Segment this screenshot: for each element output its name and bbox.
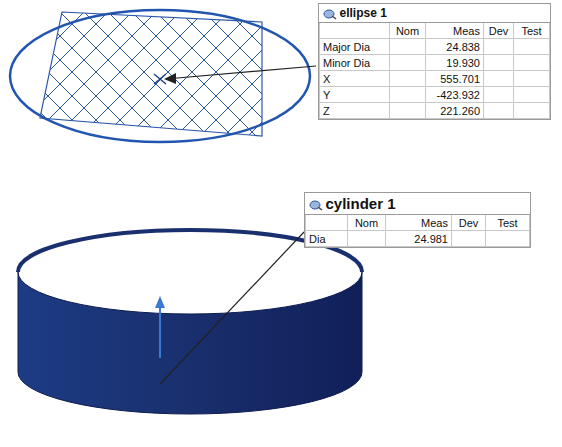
header-cell: Meas xyxy=(386,215,452,231)
title-cell: cylinder 1 xyxy=(306,193,530,215)
data-row: X 555.701 xyxy=(320,71,550,87)
column-header: Dev xyxy=(459,217,479,229)
measurement-table: ellipse 1 Nom Meas Dev TestMajor Dia 24.838Mi… xyxy=(318,3,551,120)
leader-arrowhead xyxy=(164,73,176,84)
blank-cell xyxy=(390,103,426,119)
blank-cell xyxy=(484,87,514,103)
header-row: Nom Meas Dev Test xyxy=(306,215,530,231)
table-grid: cylinder 1 Nom Meas Dev TestDia 24.981 xyxy=(305,193,530,247)
data-row: Z 221.260 xyxy=(320,103,550,119)
mesh-hatch xyxy=(30,5,270,145)
header-cell: Test xyxy=(514,23,550,39)
row-label: X xyxy=(323,73,330,85)
measured-value: 24.838 xyxy=(446,41,480,53)
value-cell: 24.838 xyxy=(426,39,484,55)
column-header: Test xyxy=(521,25,541,37)
row-label-cell: X xyxy=(320,71,390,87)
leader-line xyxy=(160,232,304,384)
measured-value: -423.932 xyxy=(437,89,480,101)
blank-cell xyxy=(320,23,390,39)
value-cell: 24.981 xyxy=(386,231,452,247)
axis-arrowhead xyxy=(155,296,165,308)
table-title: ellipse 1 xyxy=(340,6,387,20)
column-header: Test xyxy=(497,217,517,229)
leader-line xyxy=(166,66,316,79)
header-cell: Dev xyxy=(452,215,486,231)
blank-cell xyxy=(514,55,550,71)
header-row: Nom Meas Dev Test xyxy=(320,23,550,39)
blank-cell xyxy=(390,55,426,71)
column-header: Meas xyxy=(421,217,448,229)
measured-value: 221.260 xyxy=(440,105,480,117)
row-label: Major Dia xyxy=(323,41,370,53)
measured-value: 19.930 xyxy=(446,57,480,69)
data-row: Y -423.932 xyxy=(320,87,550,103)
header-cell: Dev xyxy=(484,23,514,39)
blank-cell xyxy=(390,71,426,87)
blank-cell xyxy=(484,71,514,87)
blank-cell xyxy=(390,39,426,55)
blank-cell xyxy=(452,231,486,247)
axis-arrow xyxy=(159,304,161,358)
row-label-cell: Major Dia xyxy=(320,39,390,55)
blank-cell xyxy=(514,87,550,103)
blank-cell xyxy=(484,39,514,55)
table-title: cylinder 1 xyxy=(326,195,396,212)
header-cell: Meas xyxy=(426,23,484,39)
column-header: Meas xyxy=(453,25,480,37)
value-cell: 221.260 xyxy=(426,103,484,119)
row-label: Z xyxy=(323,105,330,117)
row-label: Y xyxy=(323,89,330,101)
feature-icon xyxy=(309,199,323,211)
blank-cell xyxy=(348,231,386,247)
cylinder-band xyxy=(18,272,362,414)
measured-value: 24.981 xyxy=(414,233,448,245)
column-header: Nom xyxy=(396,25,419,37)
blank-cell xyxy=(390,87,426,103)
row-label-cell: Y xyxy=(320,87,390,103)
blank-cell xyxy=(486,231,530,247)
value-cell: -423.932 xyxy=(426,87,484,103)
feature-icon xyxy=(323,8,337,20)
header-cell: Test xyxy=(486,215,530,231)
title-row: cylinder 1 xyxy=(306,193,530,215)
row-label-cell: Dia xyxy=(306,231,348,247)
value-cell: 19.930 xyxy=(426,55,484,71)
data-row: Dia 24.981 xyxy=(306,231,530,247)
row-label: Dia xyxy=(309,233,326,245)
data-row: Major Dia 24.838 xyxy=(320,39,550,55)
blank-cell xyxy=(484,103,514,119)
row-label-cell: Z xyxy=(320,103,390,119)
measured-value: 555.701 xyxy=(440,73,480,85)
row-label-cell: Minor Dia xyxy=(320,55,390,71)
column-header: Dev xyxy=(489,25,509,37)
blank-cell xyxy=(484,55,514,71)
measurement-table: cylinder 1 Nom Meas Dev TestDia 24.981 xyxy=(304,192,531,248)
blank-cell xyxy=(514,39,550,55)
title-cell: ellipse 1 xyxy=(320,4,550,23)
blank-cell xyxy=(514,71,550,87)
column-header: Nom xyxy=(355,217,378,229)
data-row: Minor Dia 19.930 xyxy=(320,55,550,71)
row-label: Minor Dia xyxy=(323,57,370,69)
blank-cell xyxy=(514,103,550,119)
cylinder-back-rim xyxy=(18,230,362,272)
header-cell: Nom xyxy=(348,215,386,231)
header-cell: Nom xyxy=(390,23,426,39)
table-grid: ellipse 1 Nom Meas Dev TestMajor Dia 24.838Mi… xyxy=(319,4,550,119)
title-row: ellipse 1 xyxy=(320,4,550,23)
blank-cell xyxy=(306,215,348,231)
value-cell: 555.701 xyxy=(426,71,484,87)
